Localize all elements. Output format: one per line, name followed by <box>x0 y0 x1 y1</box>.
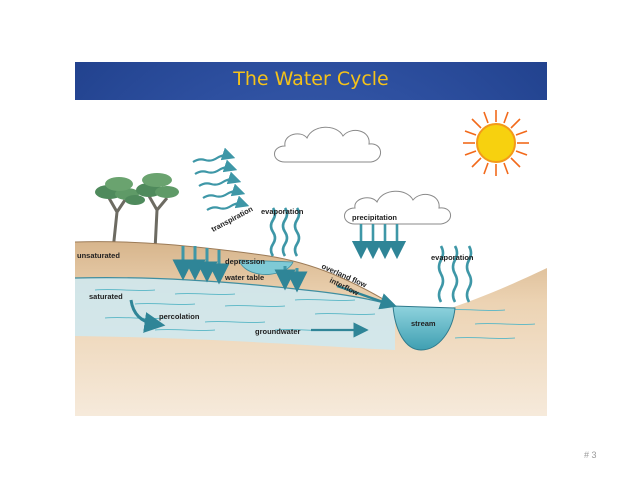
stream <box>392 305 456 351</box>
label-percolation: percolation <box>159 312 200 321</box>
slide-title: The Water Cycle <box>233 68 389 90</box>
sun-icon <box>463 110 529 176</box>
cloud-icon <box>344 190 451 225</box>
evaporation-arrows-right <box>437 245 473 303</box>
transpiration-arrows <box>192 147 250 211</box>
label-groundwater: groundwater <box>255 327 300 336</box>
label-stream: stream <box>411 319 436 328</box>
label-saturated: saturated <box>89 292 123 301</box>
evaporation-arrows-left <box>269 207 301 257</box>
slide-number: # 3 <box>584 450 597 460</box>
precipitation-arrows <box>351 224 407 260</box>
label-unsaturated: unsaturated <box>77 251 120 260</box>
overland-flow-arrow <box>336 284 397 310</box>
label-precipitation: precipitation <box>352 213 397 222</box>
cloud-icon <box>274 126 381 163</box>
label-evaporation-right: evaporation <box>431 253 474 262</box>
infiltration-arrows <box>172 246 308 293</box>
percolation-arrow <box>129 299 166 333</box>
water-cycle-diagram: transpiration evaporation precipitation … <box>75 100 547 416</box>
label-depression: depression <box>225 257 265 266</box>
slide: The Water Cycle <box>75 62 547 416</box>
label-evaporation-left: evaporation <box>261 207 304 216</box>
label-water-table: water table <box>224 273 264 282</box>
